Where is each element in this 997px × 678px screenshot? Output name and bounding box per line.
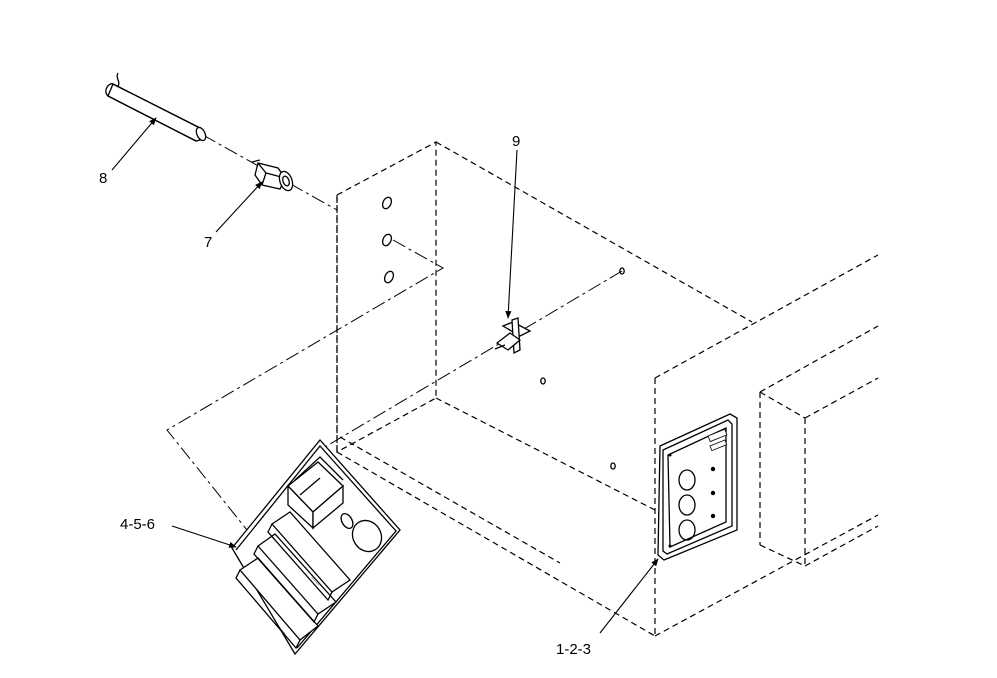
callout-4-5-6: 4-5-6	[120, 516, 155, 533]
callout-9: 9	[512, 133, 520, 150]
circuit-board: ~~~~ ~~~~ ~~~~	[231, 438, 401, 656]
clip-part	[494, 317, 532, 355]
callout-7: 7	[204, 234, 212, 251]
tube-part	[105, 72, 207, 142]
callout-8: 8	[99, 170, 107, 187]
fitting-part	[251, 159, 294, 192]
callout-labels: 8 7 9 4-5-6 1-2-3	[99, 133, 591, 658]
enclosure-box	[336, 140, 879, 637]
leader-lines	[111, 117, 659, 634]
cover-plate	[657, 413, 738, 561]
face-holes	[381, 196, 625, 470]
alignment-lines	[166, 134, 623, 541]
callout-1-2-3: 1-2-3	[556, 641, 591, 658]
adjacent-box	[759, 325, 879, 567]
